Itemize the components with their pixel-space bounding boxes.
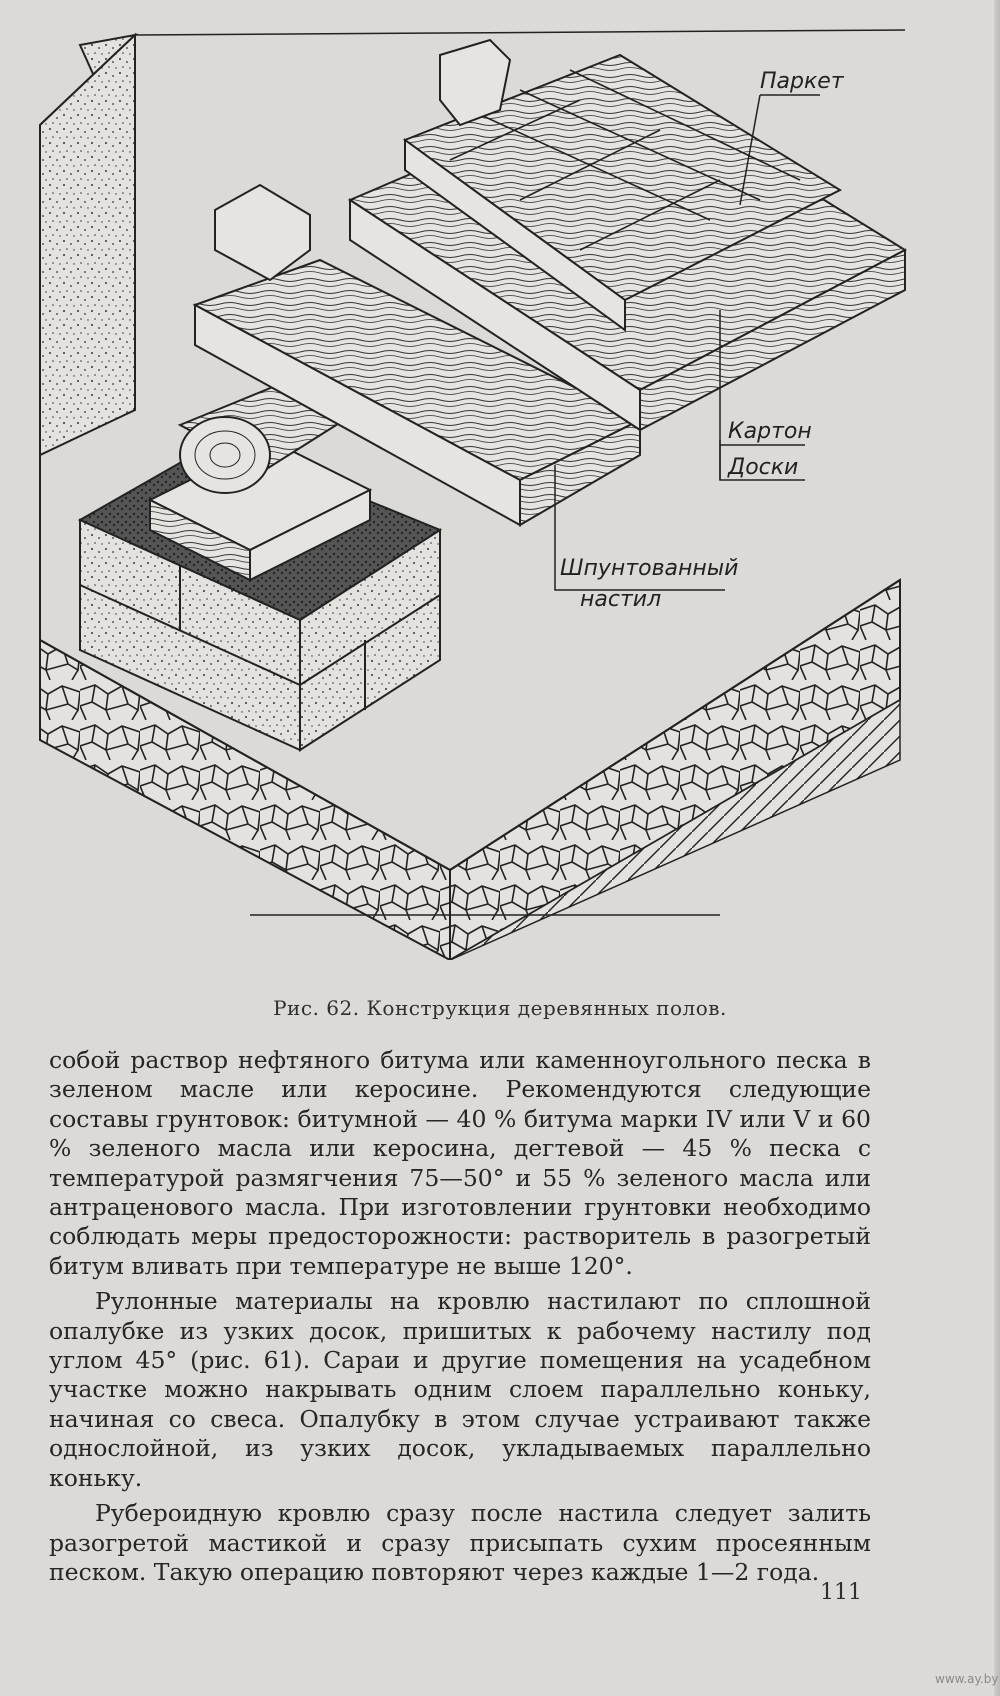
paragraph-1: собой раствор нефтяного битума или камен… [49, 1046, 871, 1280]
parquet-floor-layer [347, 38, 908, 432]
leader-lines [554, 94, 820, 591]
floor-construction-figure: Паркет Картон Доски Шпунтованный настил [20, 0, 920, 960]
figure-caption: Рис. 62. Конструкция деревянных полов. [273, 996, 727, 1020]
brick-pillar [77, 438, 443, 752]
label-cardboard: Картон [728, 419, 812, 444]
label-tongue-groove-2: настил [580, 587, 661, 612]
watermark: www.ay.by [935, 1672, 999, 1686]
tongue-groove-board [192, 183, 643, 527]
paragraph-3: Рубероидную кровлю сразу после настила с… [49, 1499, 871, 1586]
plaster-wall [39, 29, 906, 700]
stone-foundation [39, 578, 901, 960]
label-boards: Доски [727, 455, 798, 480]
floor-diagram: Паркет Картон Доски Шпунтованный настил [39, 29, 908, 960]
page-edge [994, 0, 1000, 1696]
page-number: 111 [820, 1580, 862, 1605]
label-parquet: Паркет [760, 69, 845, 94]
body-text: собой раствор нефтяного битума или камен… [49, 1046, 871, 1593]
paragraph-2: Рулонные материалы на кровлю настилают п… [49, 1287, 871, 1492]
label-tongue-groove-1: Шпунтованный [560, 556, 738, 581]
